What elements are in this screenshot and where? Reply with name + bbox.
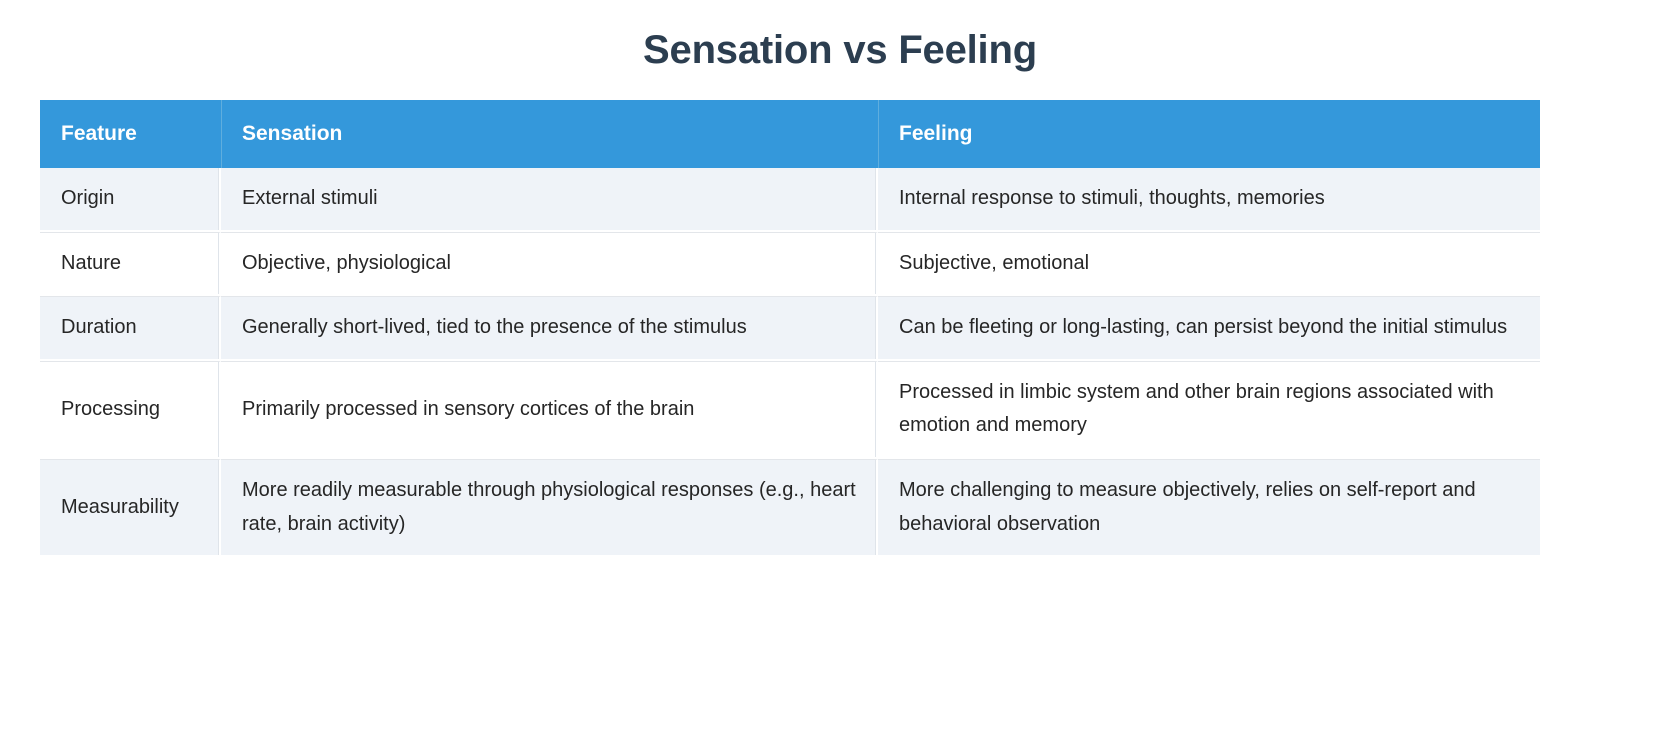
table-row: Processing Primarily processed in sensor… (40, 360, 1540, 459)
cell-feeling: More challenging to measure objectively,… (878, 458, 1540, 556)
cell-sensation: Objective, physiological (221, 231, 878, 297)
table-row: Duration Generally short-lived, tied to … (40, 296, 1540, 361)
column-header-feeling: Feeling (878, 100, 1540, 168)
cell-sensation: External stimuli (221, 168, 878, 232)
cell-feeling: Processed in limbic system and other bra… (878, 360, 1540, 459)
table-row: Measurability More readily measurable th… (40, 458, 1540, 556)
cell-feature: Nature (40, 231, 221, 297)
column-header-feature: Feature (40, 100, 221, 168)
cell-feature: Duration (40, 296, 221, 361)
comparison-table: Feature Sensation Feeling Origin Externa… (40, 100, 1540, 556)
cell-feeling: Internal response to stimuli, thoughts, … (878, 168, 1540, 232)
cell-feature: Processing (40, 360, 221, 459)
page-title: Sensation vs Feeling (643, 28, 1037, 72)
table-header: Feature Sensation Feeling (40, 100, 1540, 168)
table-row: Nature Objective, physiological Subjecti… (40, 231, 1540, 297)
cell-sensation: More readily measurable through physiolo… (221, 458, 878, 556)
table-row: Origin External stimuli Internal respons… (40, 168, 1540, 232)
table-body: Origin External stimuli Internal respons… (40, 168, 1540, 556)
comparison-table-container: Feature Sensation Feeling Origin Externa… (40, 100, 1540, 556)
cell-feeling: Can be fleeting or long-lasting, can per… (878, 296, 1540, 361)
cell-feature: Origin (40, 168, 221, 232)
cell-sensation: Generally short-lived, tied to the prese… (221, 296, 878, 361)
cell-feature: Measurability (40, 458, 221, 556)
cell-feeling: Subjective, emotional (878, 231, 1540, 297)
column-header-sensation: Sensation (221, 100, 878, 168)
table-header-row: Feature Sensation Feeling (40, 100, 1540, 168)
cell-sensation: Primarily processed in sensory cortices … (221, 360, 878, 459)
